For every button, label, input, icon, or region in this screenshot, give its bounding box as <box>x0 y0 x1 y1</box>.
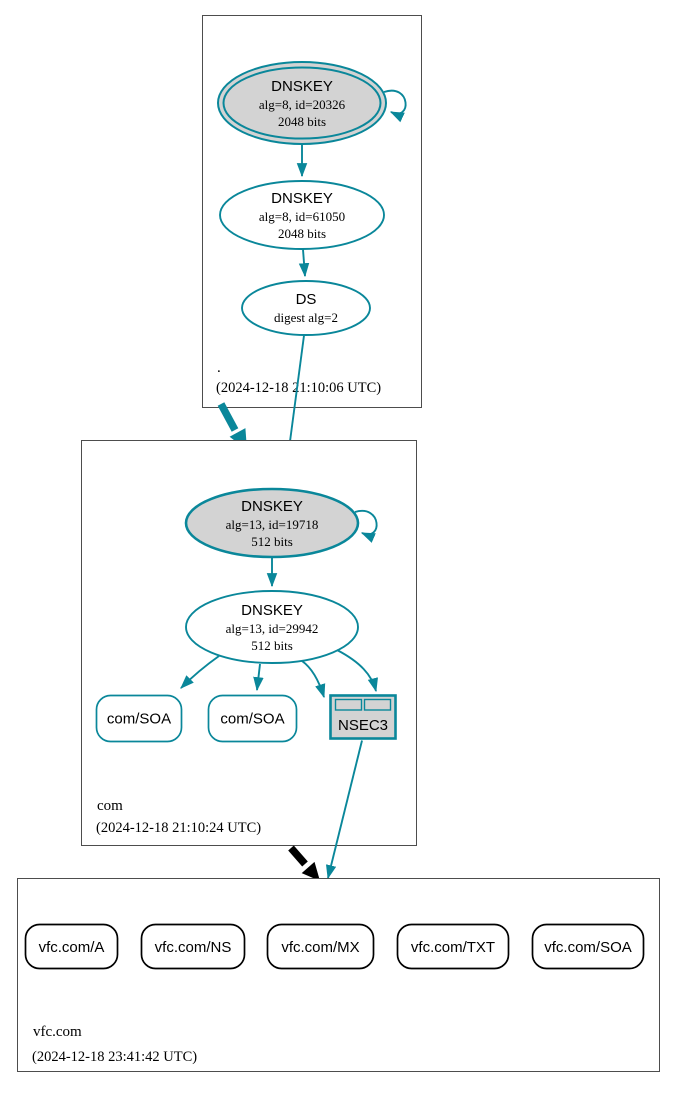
com-soa-left-rect <box>95 694 183 743</box>
vfc-mx-rect <box>266 923 375 970</box>
root-zsk-detail2: 2048 bits <box>278 226 326 241</box>
node-com-soa-left[interactable]: com/SOA <box>95 694 183 743</box>
edge-com-zsk-to-soa-left <box>180 655 220 689</box>
ds-title: DS <box>296 291 317 308</box>
vfc-txt-label: vfc.com/TXT <box>411 939 495 956</box>
zone-timestamp-com: (2024-12-18 21:10:24 UTC) <box>96 820 261 836</box>
nsec3-cell-left <box>334 698 363 711</box>
node-com-ksk-dnskey[interactable]: DNSKEY alg=13, id=19718 512 bits <box>184 487 360 559</box>
nsec3-label: NSEC3 <box>338 717 388 734</box>
root-ksk-detail2: 2048 bits <box>278 114 326 129</box>
com-zsk-title: DNSKEY <box>241 602 303 619</box>
root-ksk-outer-ellipse <box>217 61 387 145</box>
edge-com-zsk-to-nsec3-top <box>336 649 378 693</box>
vfc-soa-rect <box>531 923 645 970</box>
node-vfc-soa[interactable]: vfc.com/SOA <box>531 923 645 970</box>
edge-nsec3-to-vfc <box>325 740 363 880</box>
vfc-mx-label: vfc.com/MX <box>281 939 359 956</box>
root-zsk-title: DNSKEY <box>271 190 333 207</box>
zone-label-root: . <box>217 360 221 376</box>
root-zsk-detail1: alg=8, id=61050 <box>259 209 345 224</box>
root-ksk-title: DNSKEY <box>271 78 333 95</box>
zone-label-vfc: vfc.com <box>33 1024 82 1040</box>
node-vfc-txt[interactable]: vfc.com/TXT <box>396 923 510 970</box>
com-zsk-detail2: 512 bits <box>251 638 293 653</box>
ds-detail1: digest alg=2 <box>274 310 338 325</box>
com-ksk-detail2: 512 bits <box>251 534 293 549</box>
com-soa-right-rect <box>207 694 298 743</box>
edge-root-ksk-selfloop <box>383 89 407 123</box>
node-root-ksk-dnskey[interactable]: DNSKEY alg=8, id=20326 2048 bits <box>217 61 387 145</box>
node-nsec3[interactable]: NSEC3 <box>329 694 397 740</box>
com-ksk-ellipse <box>184 487 360 559</box>
com-zsk-ellipse <box>185 590 359 664</box>
edge-com-zsk-to-nsec3-left <box>301 660 326 699</box>
zone-box-vfc <box>17 878 660 1072</box>
node-com-ds[interactable]: DS digest alg=2 <box>241 280 371 336</box>
vfc-ns-rect <box>140 923 246 970</box>
vfc-a-rect <box>24 923 119 970</box>
node-vfc-mx[interactable]: vfc.com/MX <box>266 923 375 970</box>
edge-delegation-com-to-vfc <box>288 845 320 881</box>
zone-label-com: com <box>97 798 123 814</box>
node-com-zsk-dnskey[interactable]: DNSKEY alg=13, id=29942 512 bits <box>185 590 359 664</box>
node-vfc-a[interactable]: vfc.com/A <box>24 923 119 970</box>
zone-timestamp-vfc: (2024-12-18 23:41:42 UTC) <box>32 1049 197 1065</box>
vfc-txt-rect <box>396 923 510 970</box>
edge-root-zsk-to-ds <box>298 249 310 278</box>
root-ksk-inner-ellipse <box>222 66 382 140</box>
nsec3-cell-right <box>363 698 392 711</box>
node-root-zsk-dnskey[interactable]: DNSKEY alg=8, id=61050 2048 bits <box>219 180 385 250</box>
com-ksk-detail1: alg=13, id=19718 <box>226 517 319 532</box>
node-vfc-ns[interactable]: vfc.com/NS <box>140 923 246 970</box>
com-zsk-detail1: alg=13, id=29942 <box>226 621 319 636</box>
ds-ellipse <box>241 280 371 336</box>
vfc-ns-label: vfc.com/NS <box>155 939 232 956</box>
zone-timestamp-root: (2024-12-18 21:10:06 UTC) <box>216 380 381 396</box>
com-ksk-title: DNSKEY <box>241 498 303 515</box>
edge-com-ksk-selfloop <box>354 509 378 543</box>
vfc-soa-label: vfc.com/SOA <box>544 939 632 956</box>
node-com-soa-right[interactable]: com/SOA <box>207 694 298 743</box>
com-soa-left-label: com/SOA <box>107 711 171 728</box>
com-soa-right-label: com/SOA <box>220 711 284 728</box>
edge-com-zsk-to-soa-right <box>253 663 264 692</box>
root-zsk-ellipse <box>219 180 385 250</box>
vfc-a-label: vfc.com/A <box>39 939 105 956</box>
zone-vfc: vfc.com (2024-12-18 23:41:42 UTC) <box>17 878 660 1072</box>
root-ksk-detail1: alg=8, id=20326 <box>259 97 346 112</box>
